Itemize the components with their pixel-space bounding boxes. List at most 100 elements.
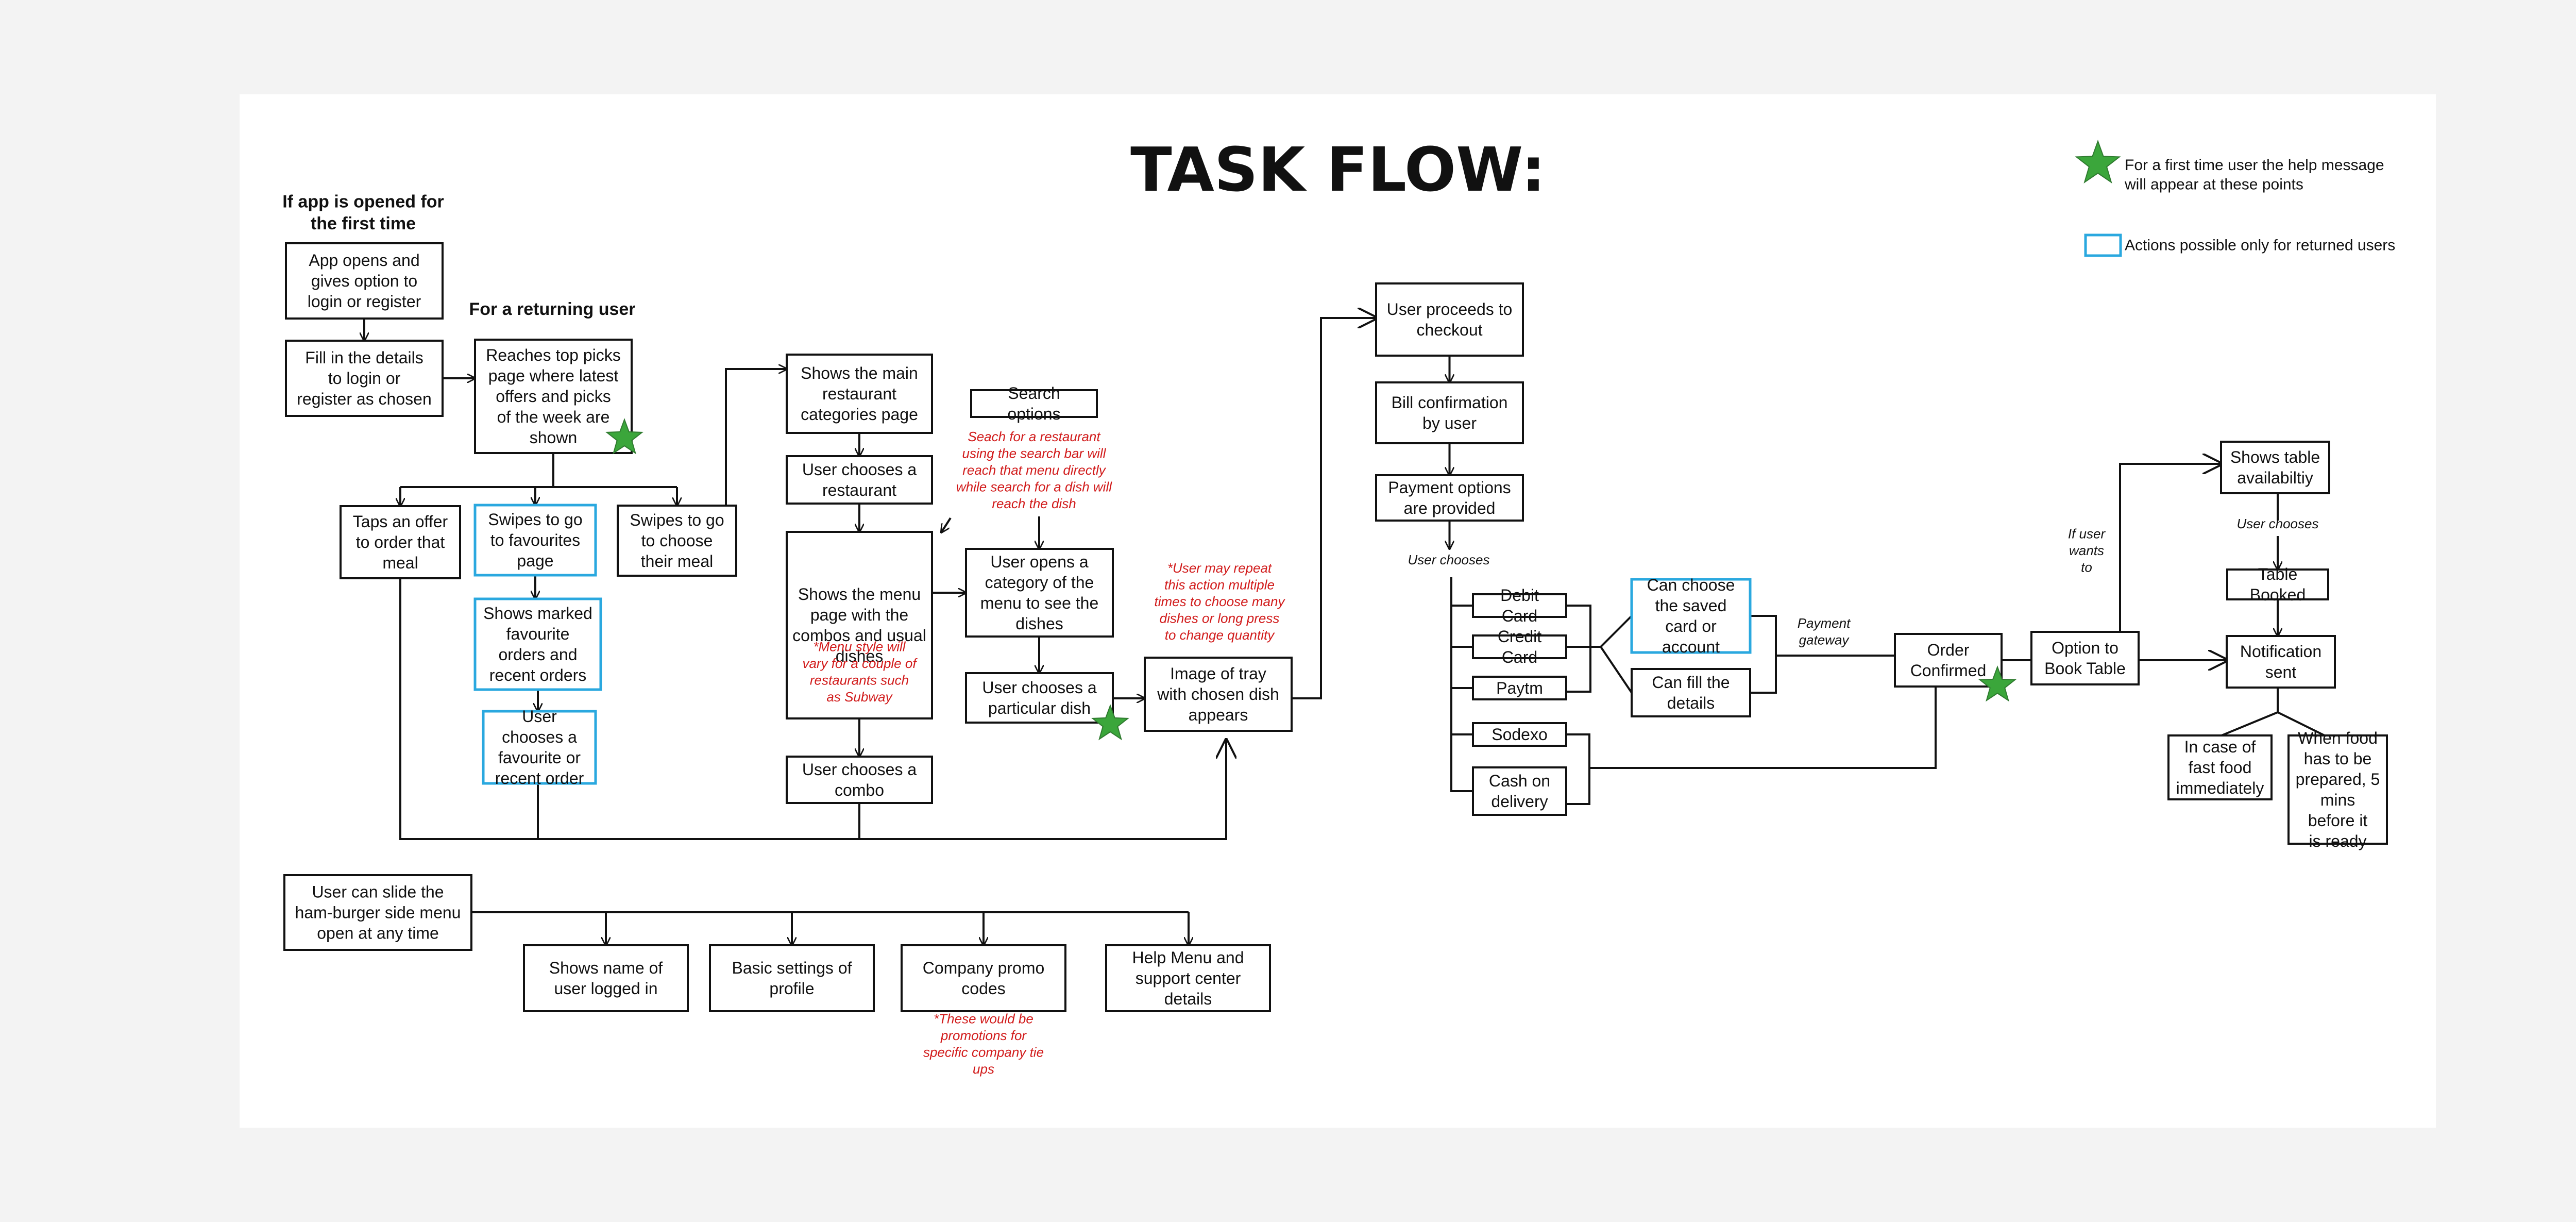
node-box bbox=[482, 710, 597, 785]
node-box bbox=[1472, 766, 1567, 816]
label-user-chooses-payment: User chooses bbox=[1408, 552, 1490, 567]
node-box bbox=[901, 944, 1066, 1012]
help-star-icon bbox=[1091, 704, 1129, 741]
edge-line bbox=[2119, 464, 2221, 632]
node-sodexo: Sodexo bbox=[1472, 722, 1567, 747]
edge-line bbox=[941, 517, 952, 532]
node-box bbox=[786, 354, 933, 434]
node-box bbox=[340, 505, 461, 579]
node-box bbox=[786, 756, 933, 804]
node-box bbox=[523, 944, 689, 1012]
page-title: TASK FLOW: bbox=[1130, 134, 1546, 205]
node-box bbox=[2167, 734, 2273, 800]
node-box bbox=[786, 455, 933, 505]
edges bbox=[364, 318, 2325, 945]
heading-returning-user: For a returning user bbox=[469, 299, 635, 319]
node-box bbox=[786, 531, 933, 719]
node-box bbox=[283, 874, 472, 951]
node-box bbox=[1144, 657, 1293, 732]
node-box bbox=[617, 505, 737, 577]
node-box bbox=[965, 548, 1114, 638]
node-box bbox=[970, 389, 1098, 418]
edge-line bbox=[2277, 711, 2325, 736]
node-box bbox=[473, 597, 602, 691]
node-paytm: Paytm bbox=[1472, 676, 1567, 700]
node-box bbox=[709, 944, 875, 1012]
help-star-icon bbox=[605, 418, 643, 455]
help-star-icon bbox=[1978, 665, 2016, 702]
node-box bbox=[1630, 578, 1752, 654]
node-box bbox=[1375, 282, 1524, 357]
legend-star-icon bbox=[2075, 140, 2121, 183]
node-box bbox=[2220, 441, 2330, 494]
node-box bbox=[2030, 631, 2140, 685]
edge-line bbox=[1600, 615, 1633, 648]
legend bbox=[2075, 140, 2122, 257]
node-box bbox=[1472, 593, 1567, 618]
node-label: Sodexo bbox=[1492, 725, 1548, 744]
edge-line bbox=[1589, 687, 1937, 769]
node-box bbox=[1105, 944, 1271, 1012]
edge-line bbox=[1750, 615, 1777, 694]
node-label: Paytm bbox=[1496, 679, 1543, 697]
edge-line bbox=[1566, 605, 1591, 693]
node-box bbox=[965, 672, 1114, 724]
